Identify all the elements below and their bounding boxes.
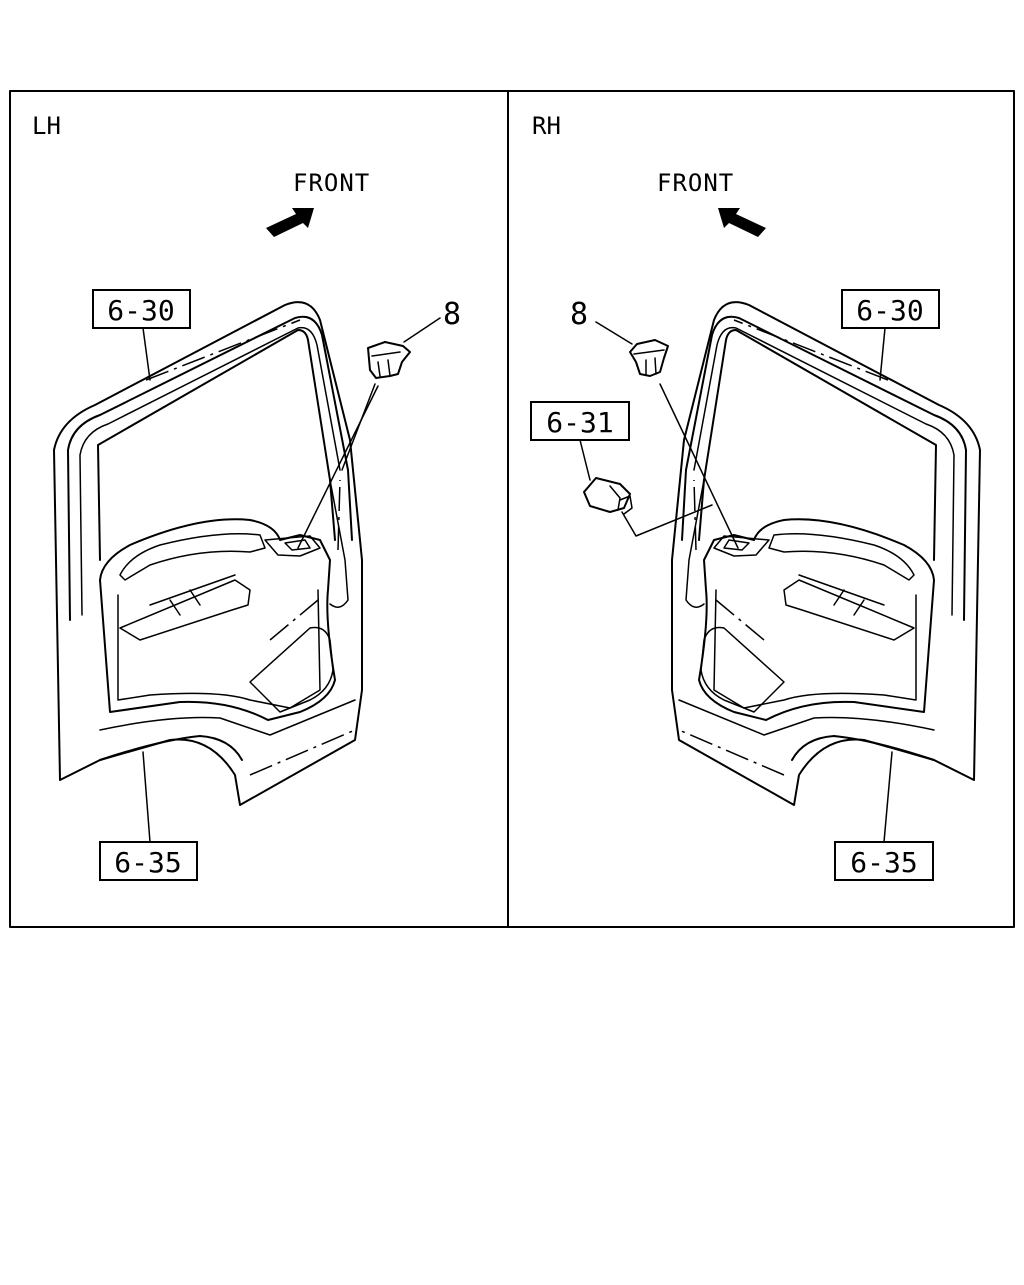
callout-item-lh: 8 — [443, 297, 461, 332]
callout-top-ref-rh: 6-30 — [856, 294, 923, 327]
leader-item-lh — [403, 317, 441, 343]
panel-lh: LH FRONT — [32, 112, 461, 881]
clip-part-rh — [629, 339, 669, 377]
callout-top-ref-lh: 6-30 — [107, 294, 174, 327]
leader-clip-rh — [659, 383, 739, 549]
side-label-rh: RH — [532, 112, 561, 140]
leader-bottom-lh — [142, 751, 151, 843]
leader-clip-lh-b — [341, 383, 376, 471]
front-arrow-icon — [266, 208, 314, 237]
leader-switch-rh — [579, 439, 591, 481]
door-drawing-lh — [53, 301, 363, 806]
front-label-rh: FRONT — [657, 169, 734, 197]
callout-box-bottom-lh — [99, 841, 198, 881]
leader-top-rh — [879, 327, 886, 381]
door-drawing-rh — [671, 301, 981, 806]
callout-box-bottom-rh — [834, 841, 934, 881]
side-label-lh: LH — [32, 112, 61, 140]
callout-box-top-lh — [92, 289, 191, 329]
callout-box-top-rh — [841, 289, 940, 329]
callout-item-rh: 8 — [570, 297, 588, 332]
front-arrow-icon — [718, 208, 766, 237]
callout-extra-ref-rh: 6-31 — [546, 406, 613, 439]
switch-part-rh — [583, 477, 633, 515]
leader-bottom-rh — [883, 751, 893, 843]
leader-top-lh — [142, 327, 151, 381]
leader-switch-connector — [621, 504, 713, 537]
front-label-lh: FRONT — [293, 169, 370, 197]
callout-box-extra-rh — [530, 401, 630, 441]
diagram-frame — [9, 90, 1015, 928]
leader-item-rh — [595, 321, 633, 345]
panel-rh: RH FRONT — [530, 112, 981, 881]
callout-bottom-ref-rh: 6-35 — [850, 846, 917, 879]
callout-bottom-ref-lh: 6-35 — [114, 846, 181, 879]
clip-part-lh — [367, 341, 411, 379]
